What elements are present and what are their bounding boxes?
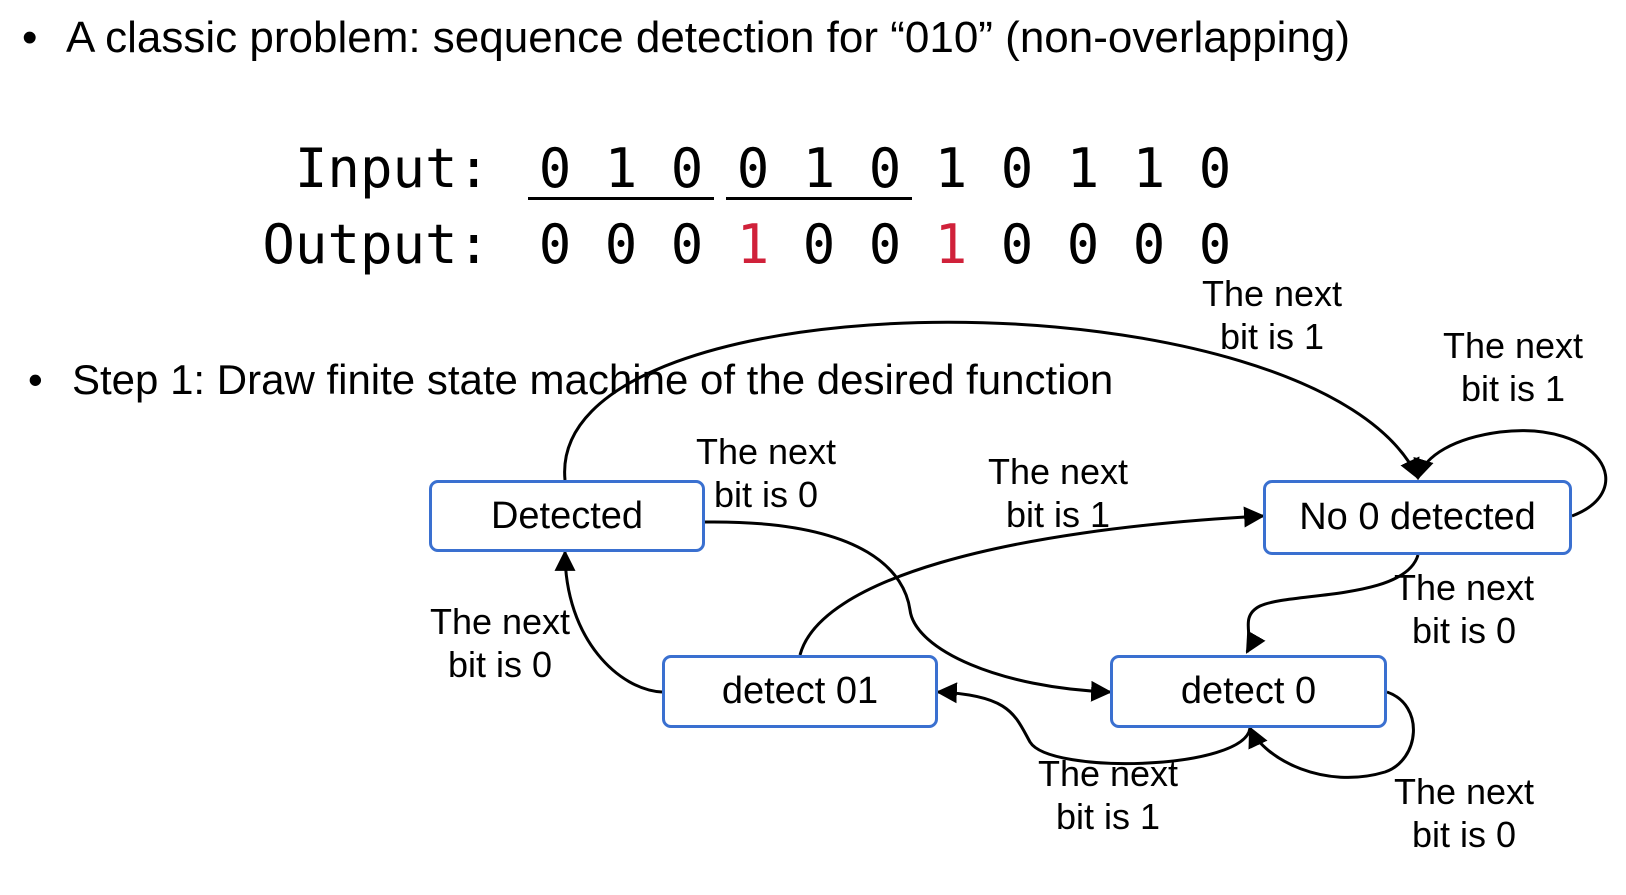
edge-detect-0-to-detect-01: [935, 682, 1252, 766]
output-bit: 0: [868, 213, 902, 276]
step1-statement: Step 1: Draw finite state machine of the…: [72, 356, 1114, 403]
label-detect-01-to-detected: The next bit is 0: [429, 601, 571, 685]
output-bit-detected: 1: [934, 213, 968, 276]
state-no-zero-label: No 0 detected: [1299, 496, 1536, 538]
state-detect-01-label: detect 01: [721, 670, 879, 712]
edge-no-zero-to-detect-0: [1245, 554, 1420, 654]
label-no-zero-self-loop: The next bit is 1: [1442, 325, 1584, 409]
input-bit: 1: [934, 137, 968, 200]
input-bit: 0: [1198, 137, 1232, 200]
label-no-zero-to-detect-0: The next bit is 0: [1393, 567, 1535, 651]
bullet-problem: • A classic problem: sequence detection …: [22, 13, 1351, 62]
input-label: Input:: [294, 137, 490, 200]
label-detect-0-self-loop: The next bit is 0: [1393, 771, 1535, 855]
label-detected-to-detect-0: The next bit is 0: [695, 431, 837, 515]
input-bit: 0: [670, 137, 704, 200]
state-no-zero-detected: No 0 detected: [1263, 480, 1572, 555]
output-bit: 0: [604, 213, 638, 276]
output-bit: 0: [1198, 213, 1232, 276]
input-bit: 1: [1066, 137, 1100, 200]
input-bit: 1: [1132, 137, 1166, 200]
input-bit: 0: [1000, 137, 1034, 200]
edge-detected-to-no-zero: [563, 320, 1420, 481]
state-detect-0: detect 0: [1110, 655, 1387, 728]
match-underline: [528, 197, 714, 200]
output-bit: 0: [670, 213, 704, 276]
bullet-dot: •: [28, 356, 43, 403]
edge-detected-to-detect-0: [704, 520, 1113, 702]
edge-no-zero-self-loop: [1413, 429, 1608, 518]
problem-statement: A classic problem: sequence detection fo…: [66, 13, 1351, 62]
output-bit: 0: [1000, 213, 1034, 276]
state-detected-label: Detected: [490, 494, 644, 537]
match-underline: [726, 197, 912, 200]
label-detected-to-no-zero: The next bit is 1: [1201, 273, 1343, 357]
input-bit: 1: [802, 137, 836, 200]
label-detect-0-to-detect-01: The next bit is 1: [1037, 753, 1179, 837]
edge-detect-0-self-loop: [1248, 690, 1415, 779]
bullet-dot: •: [22, 13, 38, 62]
input-bit: 0: [736, 137, 770, 200]
edge-detect-01-to-no-zero: [798, 506, 1266, 656]
label-detect-01-to-no-zero: The next bit is 1: [987, 451, 1129, 535]
bullet-step1: • Step 1: Draw finite state machine of t…: [28, 356, 1114, 403]
state-detect-0-label: detect 0: [1180, 670, 1317, 712]
output-bit: 0: [1132, 213, 1166, 276]
output-bit: 0: [802, 213, 836, 276]
edge-detect-01-to-detected: [554, 549, 663, 694]
state-detected: Detected: [429, 480, 705, 552]
output-bit: 0: [1066, 213, 1100, 276]
output-label: Output:: [262, 213, 490, 276]
input-bit: 1: [604, 137, 638, 200]
input-bit: 0: [868, 137, 902, 200]
input-bit: 0: [538, 137, 572, 200]
output-bit: 0: [538, 213, 572, 276]
state-detect-01: detect 01: [662, 655, 938, 728]
output-bit-detected: 1: [736, 213, 770, 276]
